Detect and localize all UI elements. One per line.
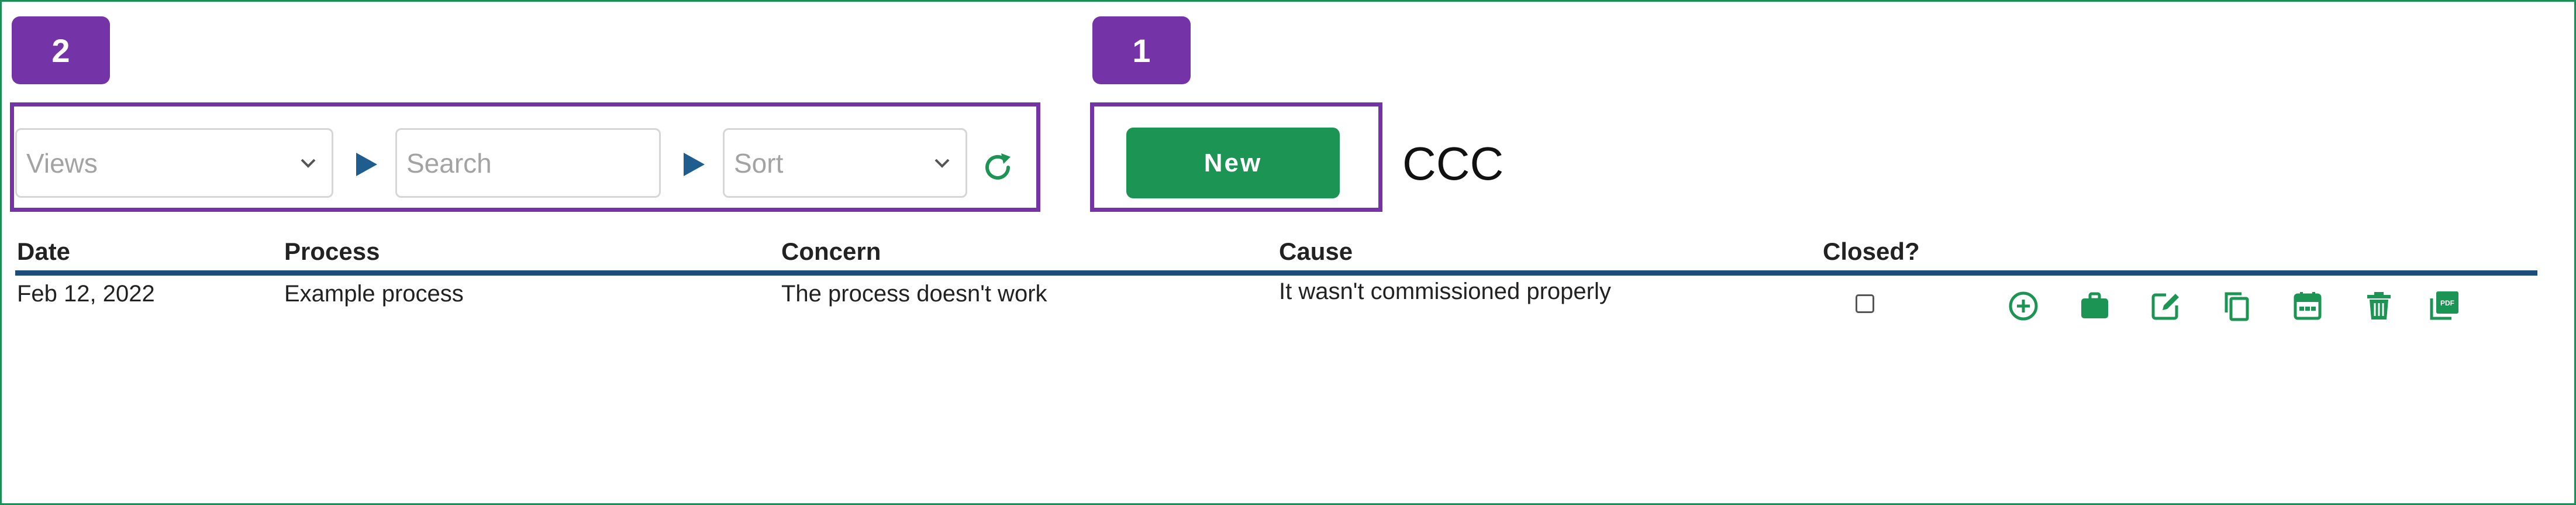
svg-text:PDF: PDF [2440,299,2454,307]
column-header-concern[interactable]: Concern [781,238,881,265]
add-circle-icon[interactable] [2006,289,2040,323]
page-title: CCC [1402,138,1504,190]
play-arrow-icon [356,153,377,176]
column-header-date[interactable]: Date [17,238,71,265]
column-header-process[interactable]: Process [284,238,380,265]
pdf-icon[interactable]: PDF [2427,289,2461,323]
calendar-icon[interactable] [2291,289,2325,323]
closed-checkbox[interactable] [1856,294,1874,313]
chevron-down-icon [930,152,954,175]
cell-concern: The process doesn't work [781,281,1047,307]
edit-icon[interactable] [2149,289,2182,323]
cell-date: Feb 12, 2022 [17,281,155,307]
sort-select[interactable]: Sort [723,128,967,198]
filter-bar-highlight [10,102,1040,212]
search-input[interactable]: Search [395,128,661,198]
play-arrow-icon [684,153,705,176]
annotation-badge-1: 1 [1092,16,1191,84]
sort-select-label: Sort [734,147,784,178]
search-placeholder: Search [406,147,492,178]
trash-icon[interactable] [2362,289,2396,323]
cell-process: Example process [284,281,464,307]
annotation-badge-2: 2 [12,16,110,84]
new-button-highlight [1090,102,1382,212]
column-header-cause[interactable]: Cause [1279,238,1353,265]
views-select[interactable]: Views [15,128,333,198]
copy-icon[interactable] [2219,289,2253,323]
cell-cause: It wasn't commissioned properly [1279,279,1611,304]
views-select-label: Views [26,147,98,178]
chevron-down-icon [296,152,320,175]
refresh-icon[interactable] [980,150,1015,185]
header-divider [15,270,2537,276]
briefcase-icon[interactable] [2078,289,2112,323]
new-button[interactable]: New [1126,128,1340,198]
column-header-closed[interactable]: Closed? [1823,238,1920,265]
